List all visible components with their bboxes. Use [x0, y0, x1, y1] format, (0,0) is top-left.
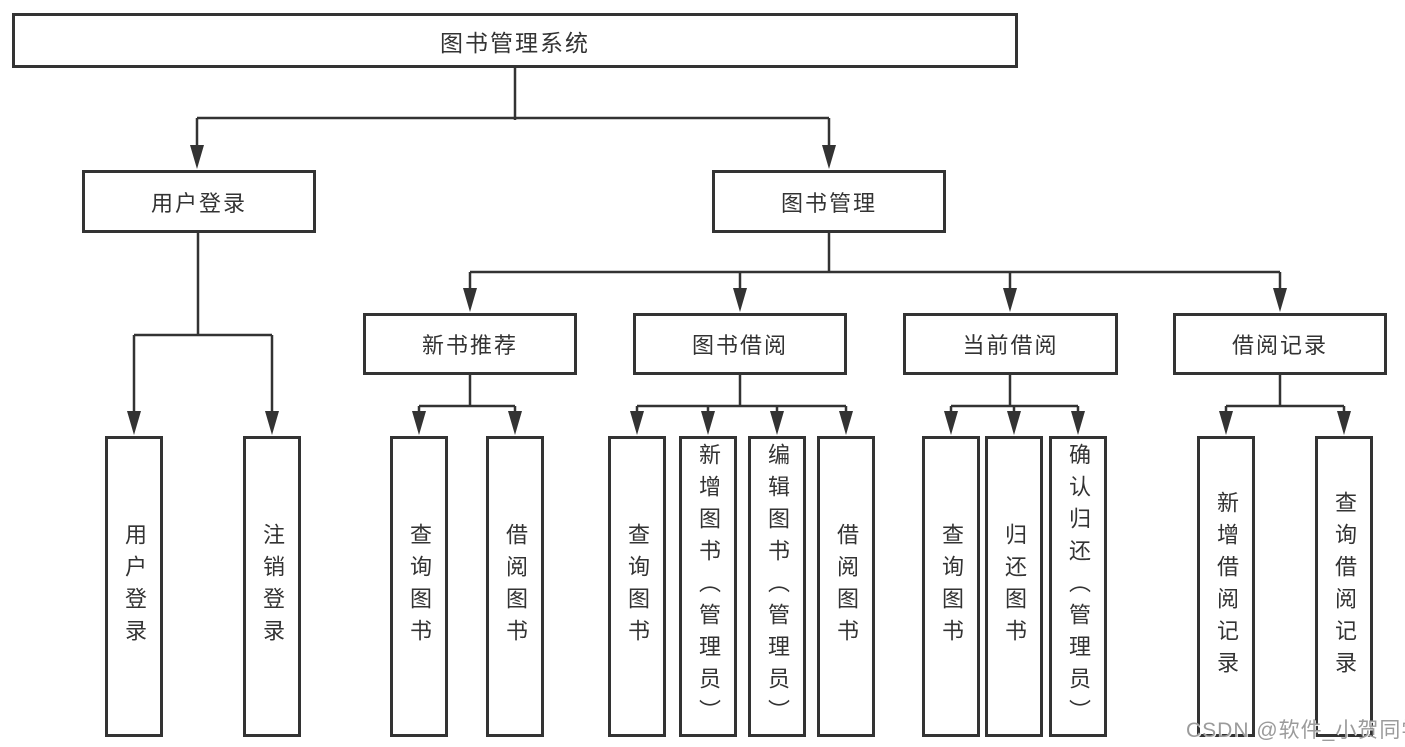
leaf-return-book: 归还图书 [985, 436, 1043, 737]
node-user-login: 用户登录 [82, 170, 316, 233]
leaf-query-borrow-record: 查询借阅记录 [1315, 436, 1373, 737]
leaf-query-book-recommend-label: 查询图书 [407, 522, 432, 651]
node-library-management-system: 图书管理系统 [12, 13, 1018, 68]
leaf-confirm-return-admin: 确认归还（管理员） [1049, 436, 1107, 737]
leaf-borrow-book-recommend: 借阅图书 [486, 436, 544, 737]
leaf-user-login: 用户登录 [105, 436, 163, 737]
leaf-borrow-book-label: 借阅图书 [834, 522, 859, 651]
leaf-query-book-borrowing: 查询图书 [608, 436, 666, 737]
leaf-add-borrow-record: 新增借阅记录 [1197, 436, 1255, 737]
leaf-borrow-book: 借阅图书 [817, 436, 875, 737]
node-new-book-recommend: 新书推荐 [363, 313, 577, 375]
leaf-add-borrow-record-label: 新增借阅记录 [1214, 490, 1239, 683]
leaf-query-book-current-label: 查询图书 [939, 522, 964, 651]
leaf-confirm-return-admin-label: 确认归还（管理员） [1066, 442, 1091, 731]
leaf-query-book-recommend: 查询图书 [390, 436, 448, 737]
leaf-query-book-current: 查询图书 [922, 436, 980, 737]
leaf-return-book-label: 归还图书 [1002, 522, 1027, 651]
leaf-edit-book-admin-label: 编辑图书（管理员） [765, 442, 790, 731]
leaf-add-book-admin: 新增图书（管理员） [679, 436, 737, 737]
leaf-query-book-borrowing-label: 查询图书 [625, 522, 650, 651]
leaf-borrow-book-recommend-label: 借阅图书 [503, 522, 528, 651]
node-current-borrowing: 当前借阅 [903, 313, 1118, 375]
node-borrowing-records: 借阅记录 [1173, 313, 1387, 375]
csdn-watermark: CSDN @软件_小贺同学 [1186, 719, 1405, 742]
leaf-logout: 注销登录 [243, 436, 301, 737]
leaf-logout-label: 注销登录 [260, 522, 285, 651]
leaf-query-borrow-record-label: 查询借阅记录 [1332, 490, 1357, 683]
node-book-borrowing: 图书借阅 [633, 313, 847, 375]
leaf-edit-book-admin: 编辑图书（管理员） [748, 436, 806, 737]
leaf-add-book-admin-label: 新增图书（管理员） [696, 442, 721, 731]
node-book-management: 图书管理 [712, 170, 946, 233]
leaf-user-login-label: 用户登录 [122, 522, 147, 651]
